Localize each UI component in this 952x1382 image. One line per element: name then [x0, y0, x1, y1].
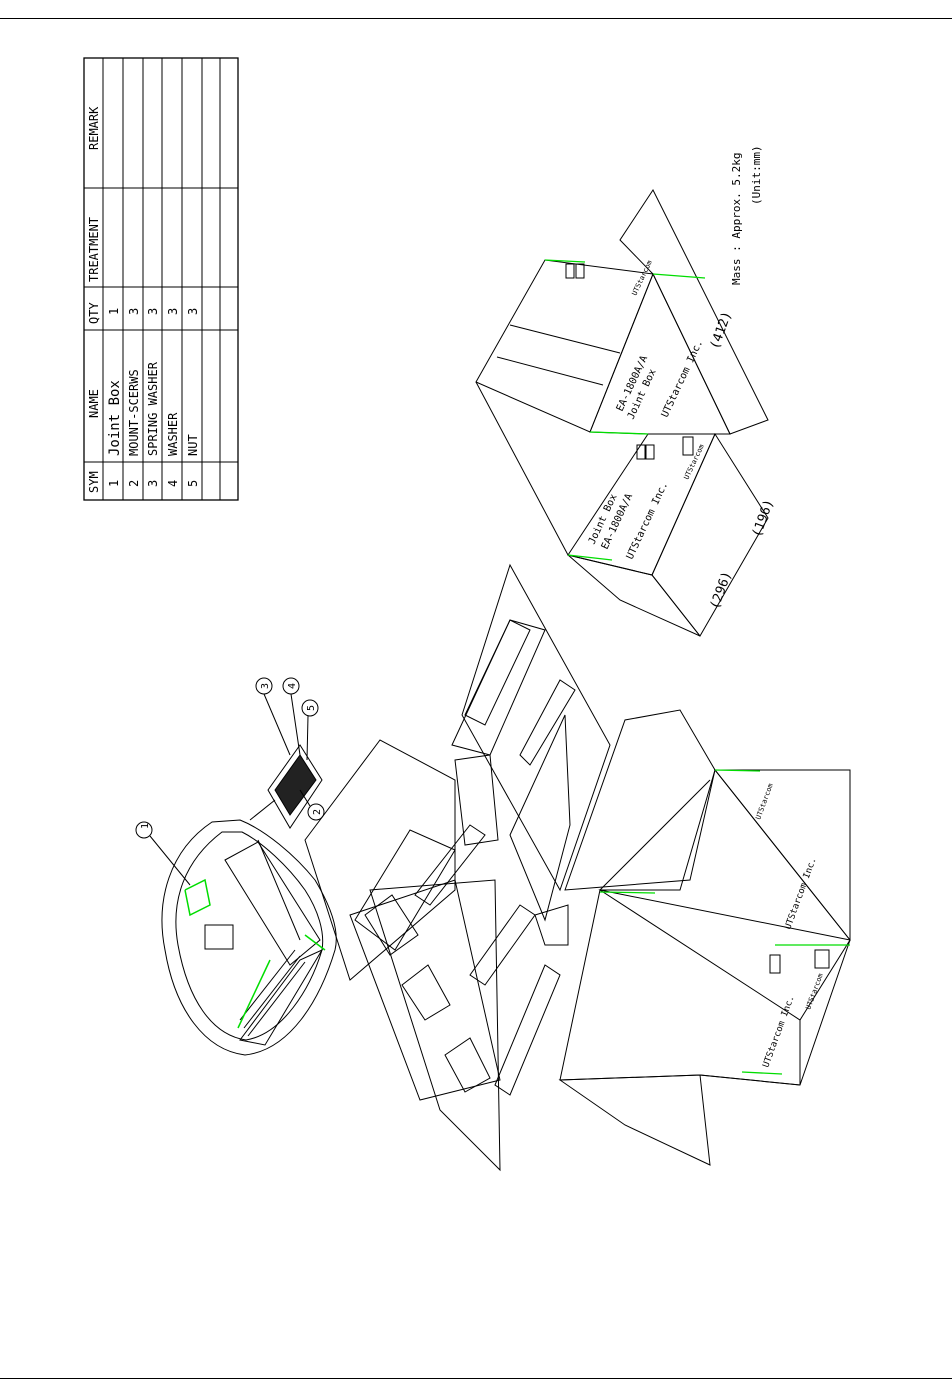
table-row-3-name: SPRING WASHER [146, 361, 160, 456]
open-carton-logo-2: UTStarcom [754, 782, 774, 820]
table-row-5-sym: 5 [186, 480, 200, 487]
callout-5: 5 [306, 705, 317, 711]
table-row-4-name: WASHER [166, 412, 180, 456]
closed-carton-labels: Joint Box EA-1800A/A UTStarcom Inc. UTSt… [587, 259, 777, 611]
table-row-2-sym: 2 [127, 480, 141, 487]
table-row-3-sym: 3 [146, 480, 160, 487]
open-carton-labels: UTStarcom Inc. UTStarcom Inc. UTStarcom … [754, 782, 824, 1069]
callout-4: 4 [287, 683, 298, 689]
callouts [135, 677, 325, 886]
table-row-1-qty: 1 [107, 308, 121, 315]
carton-logo-top: UTStarcom [631, 259, 654, 297]
open-carton-logo-1: UTStarcom [804, 972, 824, 1010]
callout-2: 2 [312, 809, 323, 815]
callout-1: 1 [140, 823, 151, 829]
cushion-inserts [304, 563, 611, 1172]
carton-dim-296: (296) [708, 569, 735, 611]
table-row-5-name: NUT [186, 434, 200, 456]
joint-box-unit [161, 819, 337, 1056]
open-carton-brand-label-1: UTStarcom Inc. [761, 994, 796, 1069]
header-rule [0, 18, 952, 19]
callout-labels: 1 2 3 4 5 [140, 683, 323, 829]
mass-note: Mass : Approx. 5.2kg (Unit:mm) [730, 145, 763, 285]
table-row-1-name: Joint Box [107, 380, 123, 456]
table-row-2-qty: 3 [127, 308, 141, 315]
table-header-name: NAME [87, 389, 101, 418]
table-header-qty: QTY [87, 302, 101, 324]
carton-dim-196: (196) [750, 497, 777, 539]
hardware-bag [249, 744, 323, 829]
closed-carton [475, 189, 769, 637]
footer-rule [0, 1378, 952, 1379]
mass-note-line2: (Unit:mm) [750, 145, 763, 205]
callout-5-circle [301, 699, 319, 717]
table-row-2-name: MOUNT-SCERWS [127, 369, 141, 456]
table-header-treatment: TREATMENT [87, 217, 101, 282]
table-header-sym: SYM [87, 471, 101, 493]
table-row-1-sym: 1 [107, 480, 121, 487]
callout-1-circle [135, 821, 153, 839]
callout-2-circle [307, 803, 325, 821]
mass-note-line1: Mass : Approx. 5.2kg [730, 153, 743, 285]
carton-brand-label-top: UTStarcom Inc. [660, 338, 706, 419]
table-rows: 1 Joint Box 1 2 MOUNT-SCERWS 3 3 SPRING … [107, 308, 200, 487]
table-row-4-sym: 4 [166, 480, 180, 487]
open-carton [558, 709, 851, 1166]
table-row-5-qty: 3 [186, 308, 200, 315]
callout-3: 3 [260, 683, 271, 689]
table-row-3-qty: 3 [146, 308, 160, 315]
table-header-remark: REMARK [87, 106, 101, 150]
parts-table: SYM NAME QTY TREATMENT REMARK 1 Joint Bo… [83, 57, 239, 501]
table-row-4-qty: 3 [166, 308, 180, 315]
